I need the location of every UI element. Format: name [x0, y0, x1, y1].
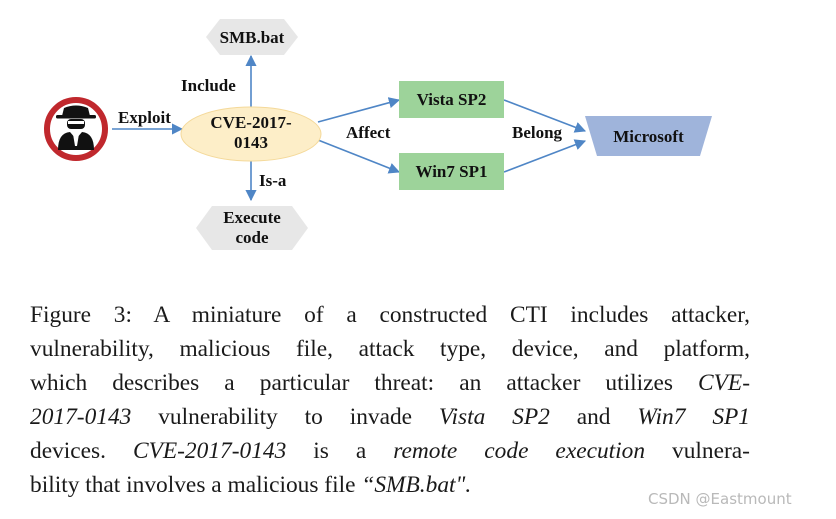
caption-line-3: which describes a particular threat: an … — [30, 366, 750, 400]
vista-label: Vista SP2 — [417, 90, 487, 109]
caption-line-6: bility that involves a malicious file “S… — [30, 468, 750, 502]
caption-is-a: is a — [313, 438, 394, 464]
caption-smb-file: “SMB.bat". — [361, 472, 472, 498]
caption-and: and — [576, 404, 638, 430]
microsoft-node: Microsoft — [585, 116, 712, 156]
cve-label-line2: 0143 — [234, 133, 268, 152]
caption-line-4: 2017-0143 vulnerability to invade Vista … — [30, 400, 750, 434]
caption-rce: remote code execution — [393, 438, 646, 464]
win7-label: Win7 SP1 — [416, 162, 488, 181]
cve-label-line1: CVE-2017- — [210, 113, 292, 132]
edge-affect-vista — [317, 97, 401, 123]
edge-label-belong: Belong — [512, 123, 563, 142]
attacker-node — [44, 97, 108, 161]
caption-vista: Vista SP2 — [438, 404, 550, 430]
caption-line-4-text: vulnerability to invade — [158, 404, 439, 430]
execute-label-line1: Execute — [223, 208, 281, 227]
edge-label-include: Include — [181, 76, 236, 95]
smb-label: SMB.bat — [220, 28, 285, 47]
caption-vulnera: vulnera- — [672, 438, 750, 464]
cve-node: CVE-2017- 0143 — [180, 106, 322, 162]
cti-diagram: CVE-2017- 0143 SMB.bat Execute code Vist… — [44, 19, 712, 250]
figure-caption: Figure 3: A miniature of a constructed C… — [30, 298, 750, 502]
edge-label-exploit: Exploit — [118, 108, 171, 127]
caption-win7: Win7 SP1 — [637, 404, 750, 430]
edge-belong-vista — [503, 99, 587, 133]
win7-node: Win7 SP1 — [399, 153, 504, 190]
edge-label-isa: Is-a — [259, 171, 287, 190]
watermark: CSDN @Eastmount — [648, 490, 792, 508]
caption-cve-fragment-2: 2017-0143 — [30, 404, 132, 430]
execute-label-line2: code — [235, 228, 269, 247]
hacker-icon — [56, 105, 96, 150]
caption-line-3-text: which describes a particular threat: an … — [30, 370, 699, 396]
microsoft-label: Microsoft — [613, 127, 684, 146]
caption-devices: devices. — [30, 438, 133, 464]
vista-node: Vista SP2 — [399, 81, 504, 118]
smb-node: SMB.bat — [206, 19, 298, 55]
caption-line-2: vulnerability, malicious file, attack ty… — [30, 336, 750, 362]
edge-belong-win7 — [503, 139, 587, 173]
edge-label-affect: Affect — [346, 123, 391, 142]
caption-line-6-text: bility that involves a malicious file — [30, 472, 362, 498]
caption-line-5: devices. CVE-2017-0143 is a remote code … — [30, 434, 750, 468]
caption-cve-fragment: CVE- — [698, 370, 750, 396]
edges — [112, 54, 587, 202]
execute-node: Execute code — [196, 206, 308, 250]
edge-affect-win7 — [317, 139, 401, 174]
caption-cve-full: CVE-2017-0143 — [132, 438, 287, 464]
caption-line-1: Figure 3: A miniature of a constructed C… — [30, 302, 750, 328]
